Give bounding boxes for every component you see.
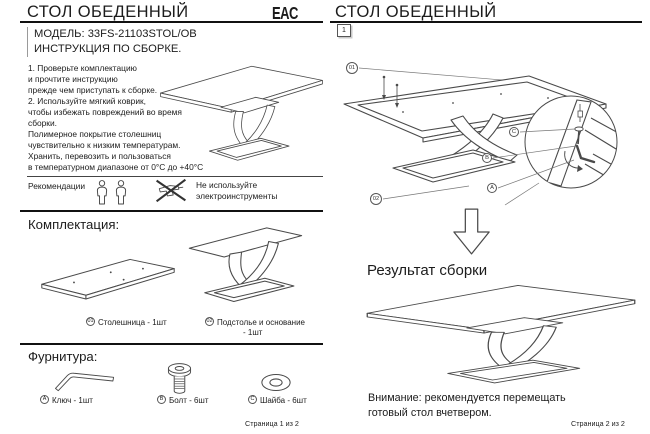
step-number-box: 1: [337, 24, 351, 37]
assembly-steps-text: 1. Проверьте комплектацию и прочтите инс…: [28, 63, 182, 128]
callout-part-02: 02: [370, 193, 382, 205]
bolt-icon: [167, 363, 192, 394]
component-number-badge: 01: [86, 317, 95, 326]
component-label: Столешница - 1шт: [98, 318, 167, 327]
washer-icon: [261, 373, 291, 392]
allen-key-icon: [55, 372, 115, 392]
hardware-letter-badge: B: [157, 395, 166, 404]
section-divider: [20, 210, 323, 213]
result-heading: Результат сборки: [367, 262, 488, 279]
component-number-badge: 02: [205, 317, 214, 326]
two-person-recommendation: [95, 180, 128, 205]
callout-washer-c: C: [509, 127, 519, 137]
component-label: Подстолье и основание: [217, 318, 305, 327]
assembly-diagram: 01 02 C B A: [333, 56, 648, 206]
hardware-item-washer: C Шайба - 6шт: [248, 395, 307, 406]
components-heading: Комплектация:: [28, 217, 120, 232]
component-item-base-qty: - 1шт: [243, 328, 263, 337]
page1-title: СТОЛ ОБЕДЕННЫЙ: [27, 3, 189, 21]
person-icon: [114, 180, 128, 205]
result-table-illustration: [363, 281, 639, 391]
material-warning-text: Полимерное покрытие столешниц чувствител…: [28, 129, 204, 172]
section-divider: [20, 343, 323, 346]
page1-page-number: Страница 1 из 2: [245, 419, 299, 428]
hardware-label: Болт - 6шт: [169, 396, 209, 405]
page2-title: СТОЛ ОБЕДЕННЫЙ: [335, 3, 497, 21]
callout-bolt-b: B: [482, 153, 492, 163]
no-power-tools-icon: [155, 178, 187, 203]
page1-title-underline: [20, 20, 323, 23]
hardware-heading: Фурнитура:: [28, 349, 98, 364]
base-part-illustration: [188, 227, 303, 303]
eac-certification-mark: EAC: [272, 3, 298, 24]
recommendations-label: Рекомендации: [28, 181, 86, 191]
callout-part-01: 01: [346, 62, 358, 74]
hardware-item-key: A Ключ - 1шт: [40, 395, 93, 406]
hardware-label: Шайба - 6шт: [260, 396, 307, 405]
hardware-item-bolt: B Болт - 6шт: [157, 395, 209, 406]
hardware-letter-badge: A: [40, 395, 49, 404]
attention-text: Внимание: рекомендуется перемещать готов…: [368, 392, 566, 419]
assembly-diagram-art: [343, 67, 618, 206]
component-item-tabletop: 01 Столешница - 1шт: [86, 317, 167, 328]
hardware-letter-badge: C: [248, 395, 257, 404]
component-item-base: 02 Подстолье и основание: [205, 317, 305, 328]
tabletop-part-illustration: [41, 258, 175, 300]
no-power-tools-label: Не используйте электроинструменты: [196, 180, 278, 201]
model-block: МОДЕЛЬ: 33FS-21103STOL/OB ИНСТРУКЦИЯ ПО …: [27, 27, 197, 57]
person-icon: [95, 180, 109, 205]
hardware-label: Ключ - 1шт: [52, 396, 93, 405]
page2-title-underline: [330, 20, 642, 23]
page2-page-number: Страница 2 из 2: [571, 419, 625, 428]
down-arrow-icon: [453, 208, 490, 255]
instruction-subtitle: ИНСТРУКЦИЯ ПО СБОРКЕ.: [34, 43, 182, 55]
model-number: МОДЕЛЬ: 33FS-21103STOL/OB: [34, 28, 197, 40]
callout-key-a: A: [487, 183, 497, 193]
warning-underline: [27, 176, 323, 177]
